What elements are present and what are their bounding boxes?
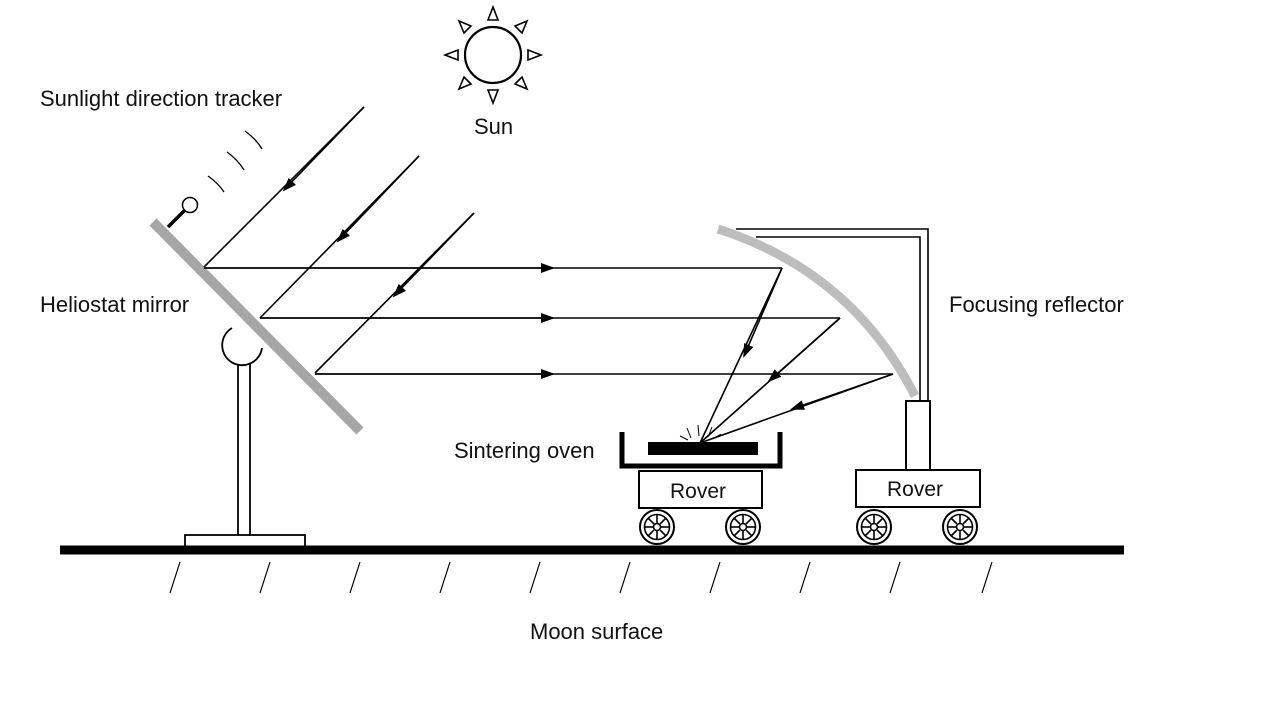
- focused-rays: [699, 267, 894, 444]
- reflector-label: Focusing reflector: [949, 292, 1124, 317]
- sintering-oven: [619, 424, 783, 469]
- wheel-icon: [725, 509, 761, 545]
- sun-icon: [442, 4, 544, 106]
- rover-right-label: Rover: [887, 478, 944, 501]
- wheel-icon: [639, 509, 675, 545]
- sun-label: Sun: [474, 114, 514, 139]
- rover-right: [855, 400, 981, 545]
- heliostat-label: Heliostat mirror: [40, 292, 190, 317]
- moon-surface-ground: [60, 545, 1124, 594]
- surface-label: Moon surface: [530, 619, 664, 644]
- wheel-icon: [942, 509, 978, 545]
- rover-left: [638, 470, 763, 545]
- focusing-reflector: [716, 224, 929, 401]
- tracker-signal: [207, 130, 263, 193]
- wheel-icon: [856, 509, 892, 545]
- sensor-icon: [166, 196, 199, 229]
- heliostat-mirror: [149, 218, 364, 435]
- tracker-label: Sunlight direction tracker: [40, 86, 283, 111]
- rover-left-label: Rover: [670, 480, 727, 503]
- incoming-sunlight: [203, 106, 475, 374]
- reflected-rays: [204, 263, 893, 379]
- oven-label: Sintering oven: [454, 438, 595, 463]
